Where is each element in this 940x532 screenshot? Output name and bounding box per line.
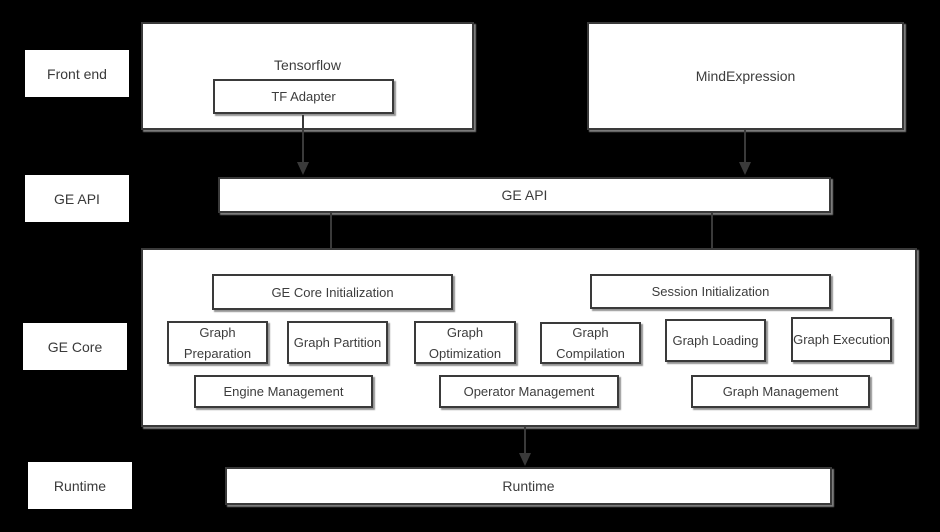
arrow-tf-adapter-to-ge-api xyxy=(297,115,309,175)
tf-adapter-label: TF Adapter xyxy=(271,89,336,104)
arrow-ge-core-to-runtime xyxy=(519,427,531,466)
arrow-shaft xyxy=(302,115,304,164)
row-label-runtime-text: Runtime xyxy=(53,477,107,494)
session-initialization-label: Session Initialization xyxy=(651,284,770,299)
ge-core-initialization-box: GE Core Initialization xyxy=(212,274,453,310)
ge-core-box: GE Core Initialization Session Initializ… xyxy=(141,248,917,427)
graph-partition-label: Graph Partition xyxy=(293,335,382,350)
row-label-ge-api: GE API xyxy=(25,175,129,222)
row-label-ge-core-text: GE Core xyxy=(47,338,103,355)
arrow-head xyxy=(519,453,531,466)
tf-adapter-box: TF Adapter xyxy=(213,79,394,114)
row-label-ge-api-text: GE API xyxy=(54,190,100,207)
row-label-front-end: Front end xyxy=(25,50,129,97)
graph-preparation-box: Graph Preparation xyxy=(167,321,268,364)
operator-management-label: Operator Management xyxy=(463,384,595,399)
arrow-shaft xyxy=(711,213,713,260)
mindexpression-label: MindExpression xyxy=(695,67,796,84)
graph-management-box: Graph Management xyxy=(691,375,870,408)
ge-api-box: GE API xyxy=(218,177,831,213)
graph-loading-label: Graph Loading xyxy=(672,333,759,348)
graph-management-label: Graph Management xyxy=(722,384,839,399)
ge-core-initialization-label: GE Core Initialization xyxy=(271,284,394,300)
graph-execution-label: Graph Execution xyxy=(793,332,890,347)
ge-api-label: GE API xyxy=(501,186,548,203)
graph-compilation-box: Graph Compilation xyxy=(540,322,641,364)
graph-compilation-label: Graph Compilation xyxy=(556,325,625,361)
tensorflow-label: Tensorflow xyxy=(274,57,341,73)
row-label-runtime: Runtime xyxy=(28,462,132,509)
operator-management-box: Operator Management xyxy=(439,375,619,408)
session-initialization-box: Session Initialization xyxy=(590,274,831,309)
graph-loading-box: Graph Loading xyxy=(665,319,766,362)
graph-execution-box: Graph Execution xyxy=(791,317,892,362)
engine-management-label: Engine Management xyxy=(223,384,344,399)
arrow-mindexpression-to-ge-api xyxy=(739,130,751,175)
graph-preparation-label: Graph Preparation xyxy=(183,324,252,361)
engine-management-box: Engine Management xyxy=(194,375,373,408)
arrow-shaft xyxy=(330,213,332,261)
runtime-box: Runtime xyxy=(225,467,832,505)
row-label-ge-core: GE Core xyxy=(23,323,127,370)
arrow-shaft xyxy=(524,427,526,455)
arrow-head xyxy=(297,162,309,175)
arrow-head xyxy=(739,162,751,175)
graph-optimization-label: Graph Optimization xyxy=(428,324,502,361)
graph-optimization-box: Graph Optimization xyxy=(414,321,516,364)
tensorflow-box: Tensorflow TF Adapter xyxy=(141,22,474,130)
row-label-front-end-text: Front end xyxy=(47,65,107,82)
graph-partition-box: Graph Partition xyxy=(287,321,388,364)
arrow-shaft xyxy=(744,130,746,164)
mindexpression-box: MindExpression xyxy=(587,22,904,130)
runtime-label: Runtime xyxy=(502,477,555,494)
